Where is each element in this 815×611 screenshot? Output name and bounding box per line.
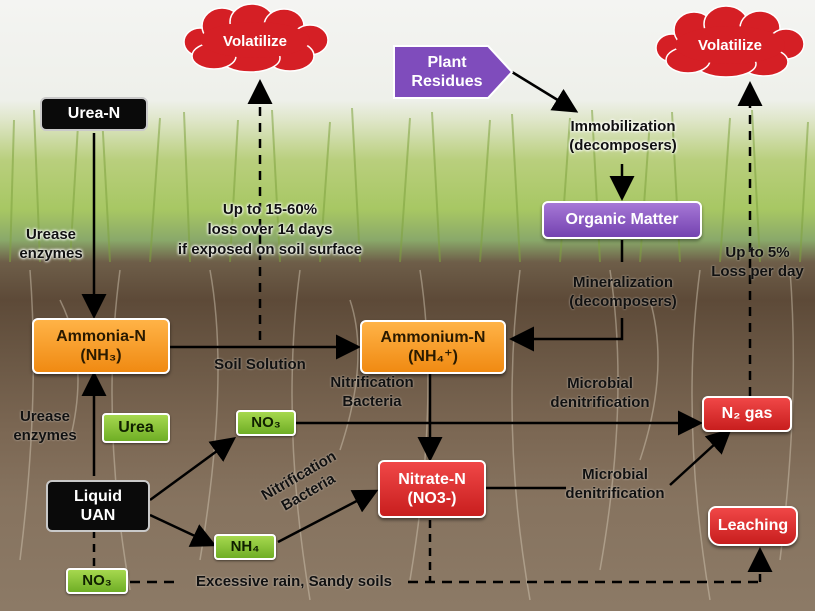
nitrate-n-label: Nitrate-N — [398, 470, 466, 488]
nitrification-upper-line1: Nitrification — [330, 374, 414, 391]
excessive-rain-label: Excessive rain, Sandy soils — [196, 573, 392, 590]
microbial-lower-line1: Microbial — [582, 466, 648, 483]
urease-enzymes-top: Urease enzymes — [6, 226, 96, 264]
loss-line2: loss over 14 days — [207, 220, 333, 238]
loss-line1: Up to 15-60% — [222, 201, 318, 218]
ammonium-n-box: Ammonium-N (NH₄⁺) — [360, 320, 506, 374]
arrow-mineralization-to-ammonium — [509, 318, 624, 352]
microbial-upper-line2: denitrification — [550, 393, 650, 411]
microbial-lower-label: Microbial denitrification — [540, 466, 690, 504]
arrow-residues-to-immobilization — [511, 70, 579, 113]
volatilize-right-cloud — [655, 5, 805, 78]
urease-top-line1: Urease — [25, 226, 77, 243]
loss-line3: if exposed on soil surface — [177, 240, 363, 258]
microbial-upper-label: Microbial denitrification — [530, 375, 670, 413]
no3-upper-box: NO₃ — [236, 410, 296, 436]
urea-n-box: Urea-N — [40, 97, 148, 131]
immobilization-line2: (decomposers) — [569, 136, 677, 154]
immobilization-line1: Immobilization — [570, 118, 676, 135]
nitrification-upper-line2: Bacteria — [342, 392, 402, 410]
ammonia-n-box: Ammonia-N (NH₃) — [32, 318, 170, 374]
liquid-uan-line1: Liquid — [74, 487, 122, 505]
arrow-uan-to-nh4 — [149, 513, 217, 547]
loss-per-day-line1: Up to 5% — [725, 244, 790, 261]
ammonia-n-label: Ammonia-N — [56, 327, 146, 345]
nitrification-upper-label: Nitrification Bacteria — [312, 374, 432, 412]
organic-matter-label: Organic Matter — [565, 211, 679, 229]
volatilization-loss-label: Up to 15-60% loss over 14 days if expose… — [150, 200, 390, 259]
urease-bottom-line2: enzymes — [13, 426, 77, 444]
liquid-uan-box: Liquid UAN — [46, 480, 150, 532]
ammonium-formula: (NH₄⁺) — [408, 348, 458, 365]
leaching-box: Leaching — [708, 506, 798, 546]
urease-top-line2: enzymes — [19, 244, 83, 262]
mineralization-label: Mineralization (decomposers) — [548, 274, 698, 312]
no3-lower-box: NO₃ — [66, 568, 128, 594]
arrow-nh4-to-nitrate — [277, 489, 379, 544]
mineralization-line1: Mineralization — [572, 274, 673, 291]
urea-box: Urea — [102, 413, 170, 443]
leaching-label: Leaching — [717, 517, 789, 535]
organic-matter-box: Organic Matter — [542, 201, 702, 239]
plant-residues-box: Plant Residues — [394, 46, 500, 98]
n2-gas-box: N₂ gas — [702, 396, 792, 432]
urea-label: Urea — [118, 419, 154, 437]
microbial-lower-line2: denitrification — [565, 484, 665, 502]
immobilization-label: Immobilization (decomposers) — [548, 118, 698, 156]
volatilize-right-label: Volatilize — [698, 37, 762, 54]
mineralization-line2: (decomposers) — [569, 292, 677, 310]
ammonium-n-label: Ammonium-N — [380, 328, 486, 346]
arrow-uan-to-no3 — [149, 437, 237, 502]
plant-residues-line1: Plant — [427, 53, 467, 71]
volatilize-left-label: Volatilize — [223, 33, 287, 50]
no3-upper-label: NO₃ — [251, 414, 281, 431]
arrow-nitrate-to-n2 — [669, 428, 732, 486]
nh4-box: NH₄ — [214, 534, 276, 560]
urea-n-label: Urea-N — [67, 105, 121, 123]
microbial-upper-line1: Microbial — [567, 375, 633, 392]
volatilize-left-cloud — [183, 3, 329, 73]
liquid-uan-line2: UAN — [80, 507, 116, 524]
nh4-label: NH₄ — [230, 538, 260, 555]
nitrate-n-box: Nitrate-N (NO3-) — [378, 460, 486, 518]
urease-enzymes-bottom: Urease enzymes — [4, 408, 86, 446]
loss-per-day-label: Up to 5% Loss per day — [700, 244, 815, 282]
soil-solution-label: Soil Solution — [214, 356, 306, 373]
urease-bottom-line1: Urease — [19, 408, 71, 425]
loss-per-day-line2: Loss per day — [711, 262, 804, 280]
plant-residues-line2: Residues — [411, 73, 483, 90]
nitrate-formula: (NO3-) — [407, 490, 457, 507]
no3-lower-label: NO₃ — [82, 572, 112, 589]
ammonia-formula: (NH₃) — [80, 347, 122, 364]
n2-gas-label: N₂ gas — [721, 405, 773, 423]
